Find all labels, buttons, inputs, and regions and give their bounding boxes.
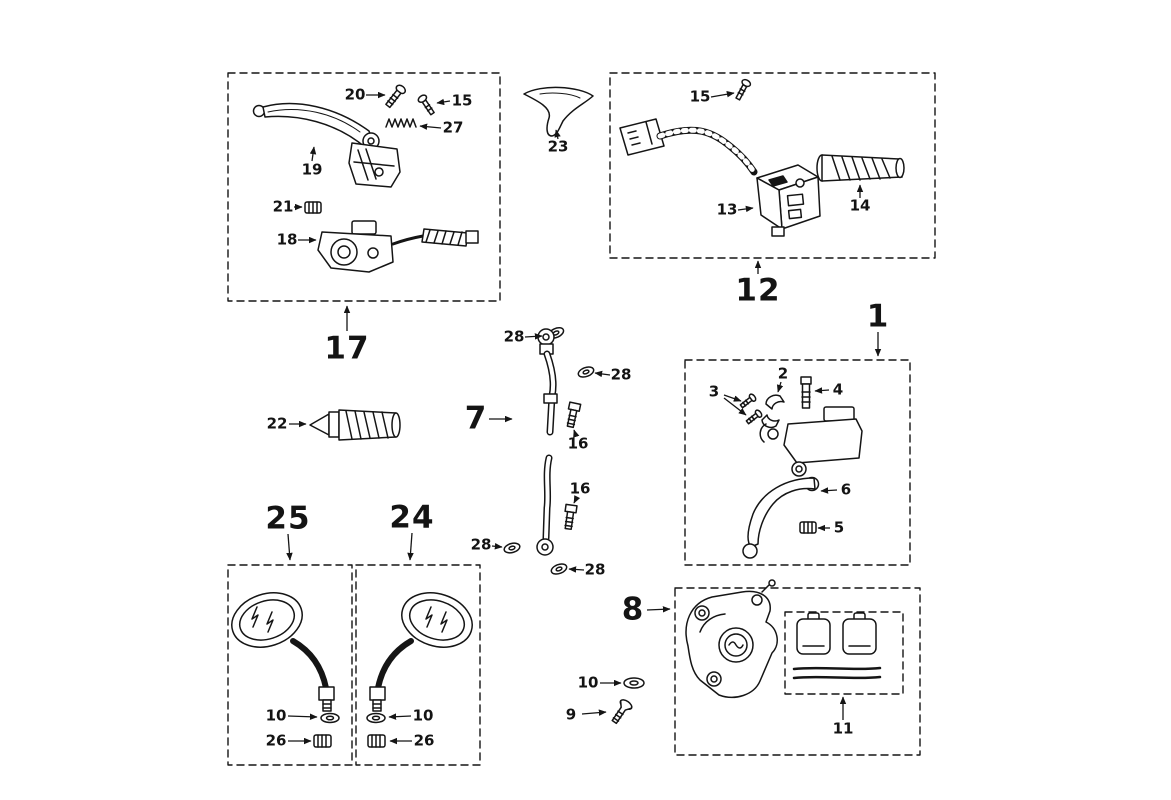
- part-25-mirror: [231, 592, 340, 748]
- group-box-24: [355, 564, 481, 766]
- part-13-switch-assembly: [619, 118, 821, 237]
- part-28-washers: [503, 366, 595, 575]
- leader-lines-layer: [286, 91, 882, 745]
- leader-line-19: [309, 146, 317, 162]
- group-box-25: [227, 564, 353, 766]
- part-20-screw: [385, 84, 407, 109]
- group-box-8: [674, 587, 921, 756]
- group-box-1: [684, 359, 911, 566]
- leader-line-15: [436, 98, 451, 106]
- leader-line-2: [776, 381, 784, 393]
- group-box-11: [784, 611, 904, 695]
- part-22-throttle-grip: [309, 409, 401, 441]
- part-6-brake-lever: [742, 476, 820, 559]
- part-4-bolt: [800, 376, 812, 409]
- leader-line-28: [568, 566, 585, 573]
- leader-line-10: [287, 713, 318, 721]
- part-5-adjuster: [799, 521, 817, 534]
- leader-line-16: [573, 429, 580, 438]
- part-26-nut-right: [367, 734, 386, 748]
- part-10-washer-left: [320, 712, 340, 724]
- leader-line-28: [491, 543, 503, 550]
- group-box-12: [609, 72, 936, 259]
- leader-line-13: [737, 205, 754, 213]
- part-26-nut-left: [313, 734, 332, 748]
- part-16-banjo-bolt-a: [566, 401, 582, 429]
- leader-line-15: [710, 91, 735, 98]
- leader-line-6: [820, 487, 838, 494]
- group-box-17: [227, 72, 501, 302]
- part-21-bushing: [304, 201, 322, 214]
- leader-line-28: [594, 370, 611, 378]
- part-24-mirror: [366, 592, 473, 748]
- leader-line-16: [573, 495, 581, 504]
- part-11-brake-pads: [792, 612, 882, 680]
- leader-line-28: [524, 333, 543, 340]
- part-8-brake-caliper: [685, 579, 778, 699]
- group-boxes: [227, 72, 936, 766]
- part-3-screws: [739, 393, 763, 425]
- leader-line-23: [554, 129, 561, 140]
- part-19-brake-lever: [252, 102, 401, 188]
- part-10-washer-caliper: [623, 677, 645, 689]
- part-9-bolt: [611, 699, 633, 725]
- part-15-screw: [417, 94, 435, 116]
- part-14-handlebar-grip: [816, 154, 905, 182]
- leader-line-4: [814, 387, 830, 394]
- leader-line-9: [581, 709, 607, 716]
- part-27-spring: [385, 118, 417, 128]
- leader-line-3: [723, 394, 742, 402]
- leader-line-8: [646, 606, 671, 613]
- leader-line-24: [407, 532, 414, 561]
- part-1-master-cylinder: [759, 406, 863, 477]
- part-10-washer-right: [366, 712, 386, 724]
- part-2-clamp: [761, 394, 785, 429]
- leader-line-25: [286, 533, 293, 561]
- leader-line-10: [388, 713, 412, 720]
- part-18-master-cylinder-switch: [317, 220, 479, 273]
- leader-line-27: [419, 123, 442, 130]
- leader-line-3: [723, 397, 747, 416]
- part-23-lever-cover: [523, 86, 594, 137]
- part-7-brake-hose: [536, 327, 565, 556]
- part-15-screw-2: [735, 78, 752, 101]
- part-16-banjo-bolt-b: [564, 503, 578, 531]
